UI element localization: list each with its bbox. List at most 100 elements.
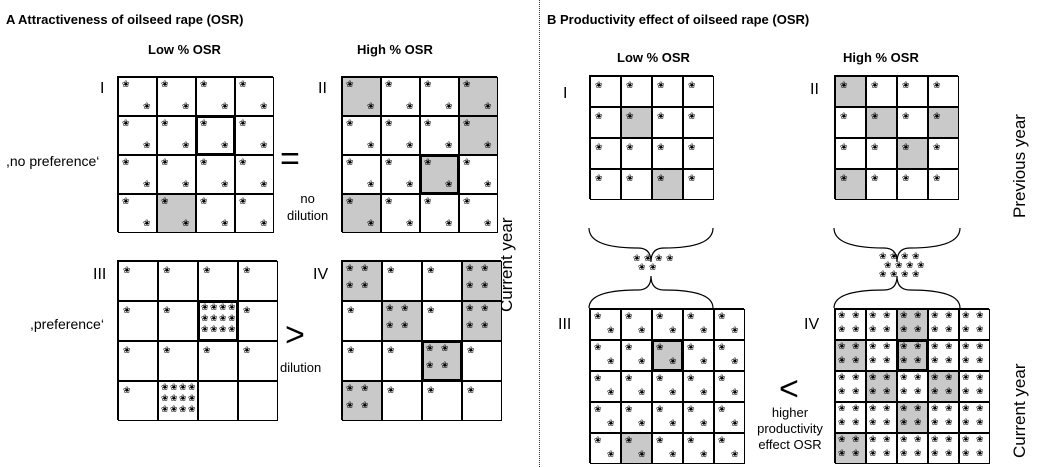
- bee-icon: ❀: [931, 373, 939, 383]
- field-cell: ❀❀: [118, 116, 157, 155]
- bee-icon: ❀: [656, 312, 664, 322]
- bee-icon: ❀: [869, 311, 877, 321]
- bee-icon: ❀: [260, 219, 268, 229]
- field-cell: ❀❀: [621, 309, 652, 340]
- bee-icon: ❀: [869, 418, 877, 428]
- bee-icon: ❀: [852, 387, 860, 397]
- bee-icon: ❀: [869, 387, 877, 397]
- bee-icon: ❀: [401, 304, 409, 314]
- field-cell: ❀❀: [683, 340, 714, 371]
- bee-icon: ❀: [656, 374, 664, 384]
- bee-icon: ❀: [347, 346, 355, 356]
- bee-icon: ❀: [361, 281, 369, 291]
- bee-icon: ❀: [852, 311, 860, 321]
- bee-icon: ❀: [143, 180, 151, 190]
- bee-icon: ❀: [228, 303, 236, 313]
- bee-icon: ❀: [638, 388, 646, 398]
- field-cell: ❀❀: [118, 194, 157, 233]
- bee-icon: ❀: [424, 197, 432, 207]
- bee-icon: ❀: [976, 373, 984, 383]
- bee-icon: ❀: [386, 321, 394, 331]
- bee-icon: ❀: [976, 449, 984, 459]
- bee-icon: ❀: [852, 342, 860, 352]
- bee-icon: ❀: [239, 119, 247, 129]
- bee-icon: ❀: [669, 326, 677, 336]
- bee-icon: ❀: [201, 314, 209, 324]
- bee-icon: ❀: [914, 404, 922, 414]
- bee-icon: ❀: [219, 303, 227, 313]
- bee-icon: ❀: [346, 197, 354, 207]
- bee-icon: ❀: [852, 373, 860, 383]
- field-cell: [198, 381, 238, 421]
- bee-icon: ❀: [221, 102, 229, 112]
- field-cell: ❀: [897, 107, 928, 138]
- field-cell: ❀: [652, 138, 683, 169]
- bee-icon: ❀: [976, 342, 984, 352]
- bee-icon: ❀: [210, 325, 218, 335]
- bee-icon: ❀: [700, 419, 708, 429]
- panel-b-high-header: High % OSR: [843, 50, 919, 65]
- bee-icon: ❀: [906, 261, 914, 271]
- bee-icon: ❀: [243, 306, 251, 316]
- bee-icon: ❀: [347, 306, 355, 316]
- bee-icon: ❀: [179, 383, 187, 393]
- field-cell: ❀❀❀❀: [897, 433, 928, 464]
- bee-icon: ❀: [852, 435, 860, 445]
- osr-field-cell: ❀: [866, 107, 897, 138]
- field-cell: ❀: [621, 138, 652, 169]
- bee-icon: ❀: [883, 387, 891, 397]
- bee-icon: ❀: [594, 405, 602, 415]
- field-cell: ❀❀: [590, 340, 621, 371]
- bee-icon: ❀: [700, 388, 708, 398]
- osr-field-cell: ❀❀: [459, 116, 498, 155]
- bee-icon: ❀: [595, 81, 603, 91]
- panel-b-roman-ii: II: [810, 81, 819, 98]
- bee-icon: ❀: [731, 326, 739, 336]
- bee-icon: ❀: [200, 119, 208, 129]
- field-cell: ❀❀❀❀: [959, 371, 990, 402]
- bee-icon: ❀: [638, 450, 646, 460]
- bee-icon: ❀: [441, 361, 449, 371]
- grid-b-iv: ❀❀❀❀❀❀❀❀❀❀❀❀❀❀❀❀❀❀❀❀❀❀❀❀❀❀❀❀❀❀❀❀❀❀❀❀❀❀❀❀…: [834, 308, 990, 464]
- bee-icon: ❀: [484, 102, 492, 112]
- grid-b-ii: ❀❀❀❀❀❀❀❀❀❀❀❀❀❀❀❀: [834, 75, 959, 200]
- panel-a-roman-i: I: [100, 80, 105, 97]
- field-cell: ❀❀: [683, 402, 714, 433]
- panel-a-roman-ii: II: [318, 80, 327, 97]
- bee-icon: ❀: [871, 112, 879, 122]
- field-cell: ❀❀: [420, 194, 459, 233]
- bee-icon: ❀: [962, 418, 970, 428]
- field-cell: ❀❀: [459, 155, 498, 194]
- field-cell: ❀: [928, 138, 959, 169]
- bee-icon: ❀: [902, 112, 910, 122]
- field-cell: ❀: [158, 301, 198, 341]
- bee-icon: ❀: [466, 281, 474, 291]
- bee-icon: ❀: [607, 326, 615, 336]
- bee-icon: ❀: [161, 158, 169, 168]
- bee-icon: ❀: [484, 180, 492, 190]
- field-cell: ❀: [683, 76, 714, 107]
- bee-icon: ❀: [871, 143, 879, 153]
- bee-icon: ❀: [900, 435, 908, 445]
- brace-high-bottom: [833, 275, 961, 309]
- bee-icon: ❀: [883, 373, 891, 383]
- bee-icon: ❀: [161, 80, 169, 90]
- field-cell: ❀: [590, 107, 621, 138]
- osr-field-cell: ❀❀: [652, 340, 683, 371]
- field-cell: ❀: [928, 169, 959, 200]
- field-cell: ❀❀❀❀: [866, 433, 897, 464]
- bee-icon: ❀: [243, 266, 251, 276]
- panel-b-roman-iv: IV: [804, 316, 820, 333]
- field-cell: ❀❀: [381, 194, 420, 233]
- grid-a-i: ❀❀❀❀❀❀❀❀❀❀❀❀❀❀❀❀❀❀❀❀❀❀❀❀❀❀❀❀❀❀❀❀: [117, 76, 274, 233]
- panel-b-low-header: Low % OSR: [617, 50, 690, 65]
- bee-icon: ❀: [182, 141, 190, 151]
- bee-icon: ❀: [467, 346, 475, 356]
- osr-field-cell: ❀❀❀❀: [422, 341, 462, 381]
- field-cell: ❀❀: [342, 155, 381, 194]
- field-cell: ❀: [158, 341, 198, 381]
- bee-icon: ❀: [669, 357, 677, 367]
- bee-icon: ❀: [931, 435, 939, 445]
- bee-icon: ❀: [445, 141, 453, 151]
- bee-icon: ❀: [426, 361, 434, 371]
